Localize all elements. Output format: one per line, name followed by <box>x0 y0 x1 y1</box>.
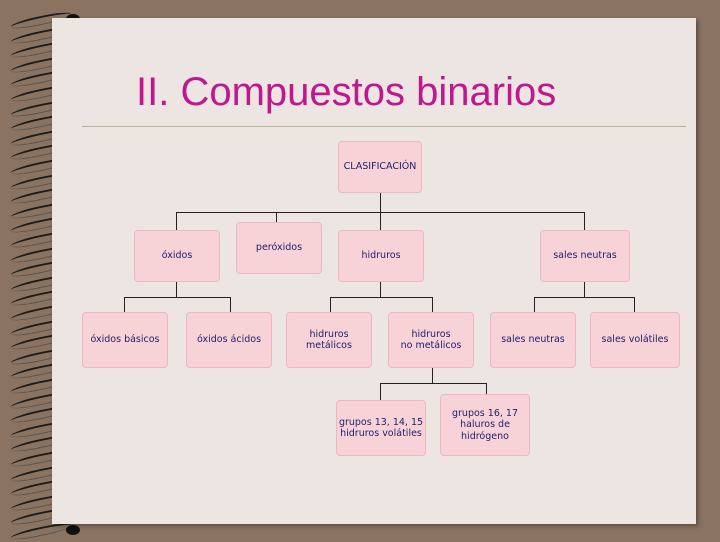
connector-hidruros <box>380 212 381 240</box>
slide-page: II. Compuestos binarios CLASIFICACIÓN óx… <box>52 18 696 524</box>
connector-sales-volatiles <box>634 297 635 313</box>
node-sales-volatiles: sales volátiles <box>590 312 680 368</box>
connector-oxidos-acidos <box>230 297 231 313</box>
connector-oxidos <box>176 212 177 240</box>
connector-grupos-13 <box>380 383 381 401</box>
node-hidruros-metalicos: hidruros metálicos <box>286 312 372 368</box>
title-divider <box>82 126 686 127</box>
connector-level3-bar <box>380 383 486 384</box>
node-sales-neutras: sales neutras <box>540 230 630 282</box>
binding-ring <box>9 520 80 542</box>
connector-oxidos-down <box>176 280 177 298</box>
connector-hidruros-metalicos <box>330 297 331 313</box>
slide-title: II. Compuestos binarios <box>136 70 557 114</box>
connector-nometalicos-down <box>432 368 433 384</box>
connector-peroxidos <box>276 212 277 222</box>
connector-grupos-16 <box>486 383 487 395</box>
connector-oxidos-bar <box>124 297 230 298</box>
node-hidruros-no-metalicos: hidruros no metálicos <box>388 312 474 368</box>
node-grupos-16-17: grupos 16, 17 haluros de hidrógeno <box>440 394 530 456</box>
connector-root-down <box>380 193 381 213</box>
connector-hidruros-bar <box>330 297 432 298</box>
connector-sales-neutras <box>534 297 535 313</box>
node-oxidos-acidos: óxidos ácidos <box>186 312 272 368</box>
connector-hidruros-no-metalicos <box>432 297 433 313</box>
node-sales-neutras-2: sales neutras <box>490 312 576 368</box>
connector-sales-down <box>584 280 585 298</box>
node-oxidos: óxidos <box>134 230 220 282</box>
connector-oxidos-basicos <box>124 297 125 313</box>
node-hidruros: hidruros <box>338 230 424 282</box>
connector-sales-bar <box>534 297 634 298</box>
node-clasificacion: CLASIFICACIÓN <box>338 141 422 193</box>
connector-sales <box>584 212 585 240</box>
node-grupos-13-14-15: grupos 13, 14, 15 hidruros volátiles <box>336 400 426 456</box>
connector-hidruros-down <box>380 280 381 298</box>
binding-hole <box>66 525 80 535</box>
node-oxidos-basicos: óxidos básicos <box>82 312 168 368</box>
node-peroxidos: peróxidos <box>236 222 322 274</box>
